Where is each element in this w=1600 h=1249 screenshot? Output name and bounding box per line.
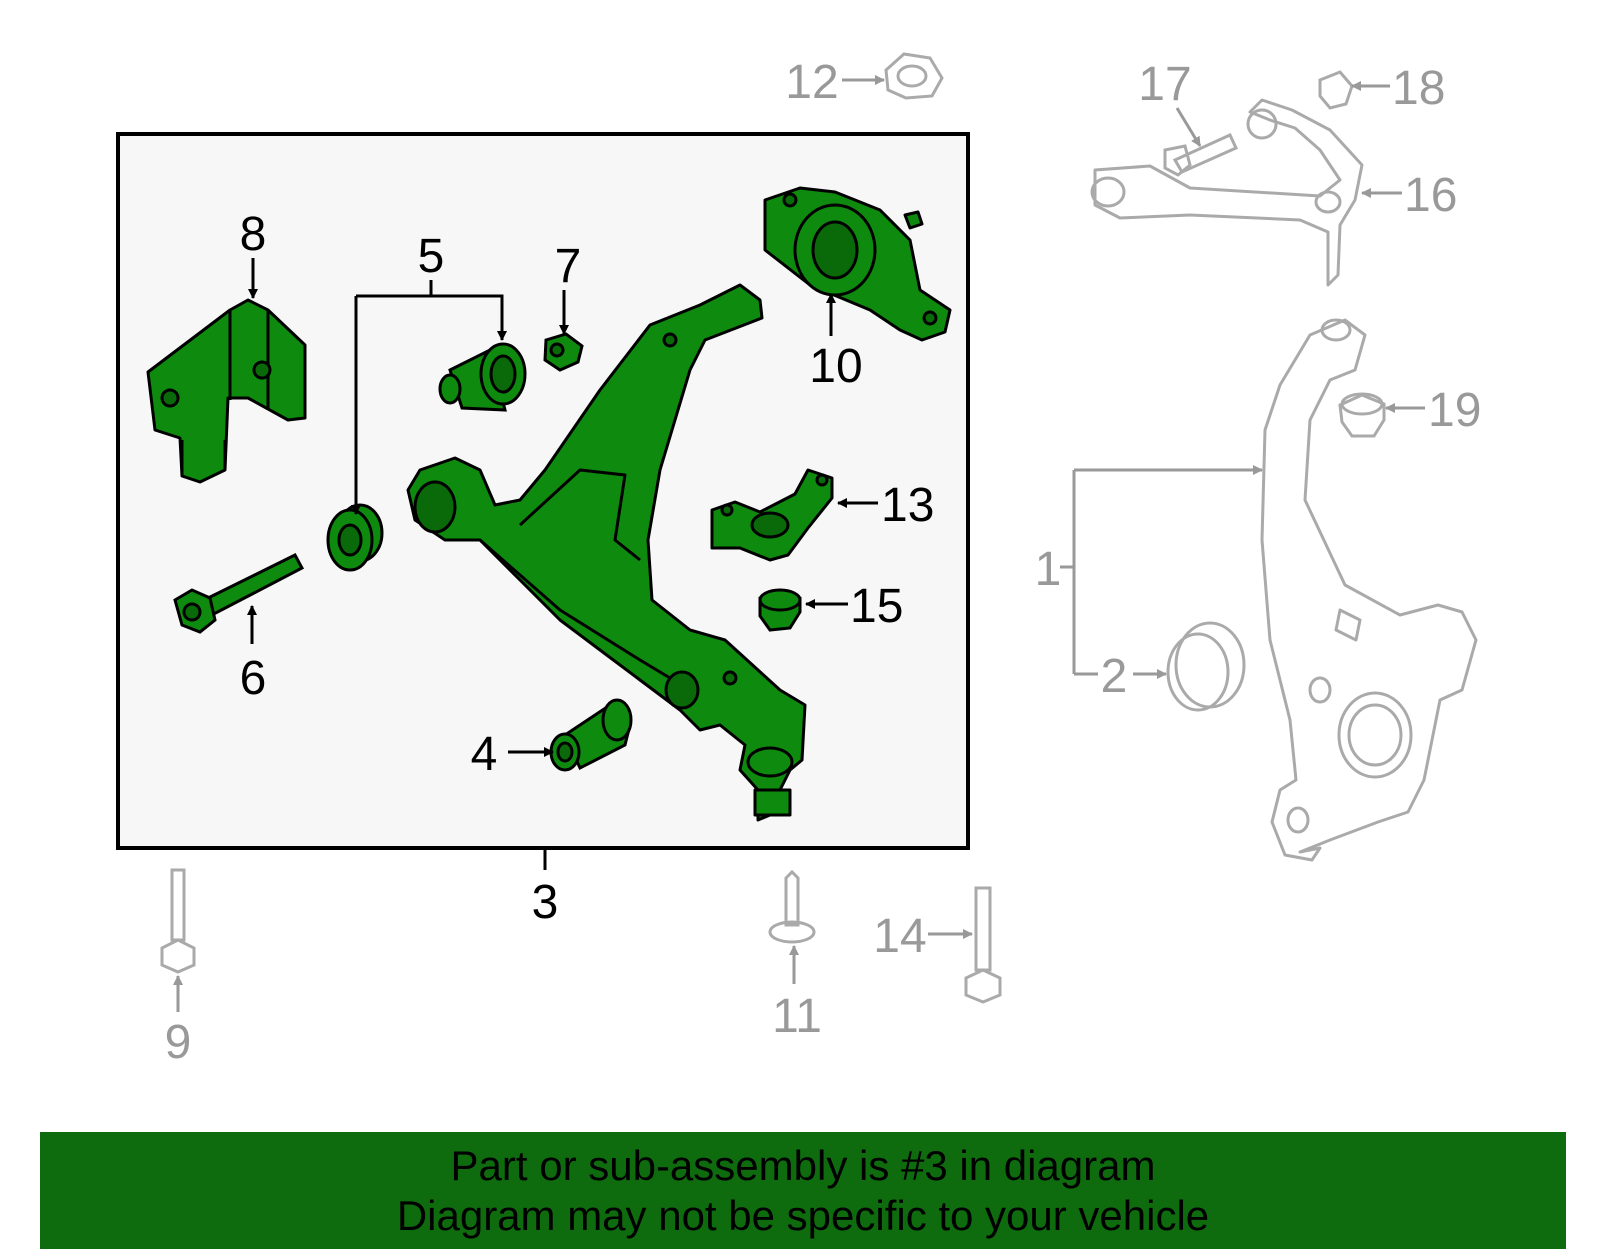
part-3-control-arm[interactable] <box>406 283 807 822</box>
callout-14[interactable]: 14 <box>873 910 926 963</box>
callout-6[interactable]: 6 <box>240 652 267 705</box>
part-12-nut[interactable] <box>884 52 944 100</box>
part-19-nut[interactable] <box>1338 392 1386 438</box>
callout-12[interactable]: 12 <box>785 56 838 109</box>
part-5-bushing-small[interactable] <box>326 503 384 572</box>
part-10-mount[interactable] <box>763 186 952 342</box>
callout-13[interactable]: 13 <box>881 479 934 532</box>
callout-5[interactable]: 5 <box>418 230 445 283</box>
callout-2[interactable]: 2 <box>1101 650 1128 703</box>
callout-16[interactable]: 16 <box>1404 169 1457 222</box>
callout-18[interactable]: 18 <box>1392 62 1445 115</box>
part-6-bolt[interactable] <box>173 553 305 634</box>
part-13-bracket[interactable] <box>710 468 834 562</box>
part-18-nut[interactable] <box>1318 70 1354 110</box>
callout-10[interactable]: 10 <box>809 340 862 393</box>
info-banner: Part or sub-assembly is #3 in diagram Di… <box>40 1132 1566 1249</box>
part-15-nut[interactable] <box>758 588 802 632</box>
part-16-upper-arm[interactable] <box>1090 98 1364 287</box>
callout-15[interactable]: 15 <box>850 580 903 633</box>
callout-4[interactable]: 4 <box>471 728 498 781</box>
part-8-bracket[interactable] <box>146 298 307 484</box>
callout-17[interactable]: 17 <box>1138 58 1191 111</box>
callout-3[interactable]: 3 <box>532 876 559 929</box>
banner-line-part-info: Part or sub-assembly is #3 in diagram <box>450 1141 1156 1189</box>
callout-11[interactable]: 11 <box>772 990 822 1043</box>
callout-7[interactable]: 7 <box>555 240 582 293</box>
part-5-bushing-large[interactable] <box>438 342 527 412</box>
leader-lines-inactive <box>173 75 1425 1012</box>
part-1-knuckle[interactable] <box>1260 318 1478 862</box>
callout-19[interactable]: 19 <box>1428 384 1481 437</box>
callout-9[interactable]: 9 <box>165 1016 192 1069</box>
part-2-seal[interactable] <box>1166 621 1246 712</box>
banner-line-disclaimer: Diagram may not be specific to your vehi… <box>396 1191 1210 1239</box>
part-9-bolt[interactable] <box>160 868 196 974</box>
part-4-bushing[interactable] <box>549 698 633 772</box>
leader-lines-active <box>247 258 878 870</box>
callout-1[interactable]: 1 <box>1035 543 1062 596</box>
part-17-bolt[interactable] <box>1163 133 1238 177</box>
part-14-bolt[interactable] <box>964 886 1002 1004</box>
callout-8[interactable]: 8 <box>240 208 267 261</box>
part-11-bolt[interactable] <box>768 869 816 944</box>
